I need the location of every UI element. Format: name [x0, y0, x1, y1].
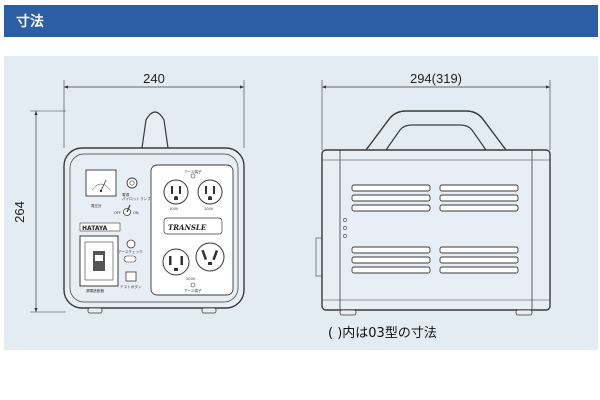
- outlet-bottom-label: アース端子: [184, 288, 202, 293]
- brand-plate: [79, 222, 121, 232]
- voltage-label-100v-right: 100V: [204, 207, 214, 211]
- earth-terminal-screw: [190, 282, 196, 288]
- outlet-200v-left: [162, 248, 190, 276]
- earth-check-lamp: [126, 239, 136, 249]
- front-height-label: 264: [12, 201, 27, 223]
- voltage-label-200v: 200V: [186, 277, 196, 281]
- earth-check-label: アースチェック: [118, 249, 143, 254]
- ventilation-louvers: [351, 184, 519, 274]
- switch-on-label: ON: [133, 211, 139, 215]
- earth-terminal-screw: [190, 173, 196, 179]
- section-title: 寸法: [16, 14, 44, 30]
- voltmeter-needle: [100, 179, 107, 192]
- lamp-label: 電源パイロットランプ: [122, 192, 151, 201]
- product-logo-text: TRANSLE: [168, 223, 207, 232]
- test-button-label: テストボタン: [120, 284, 142, 289]
- side-handle: [365, 110, 507, 151]
- side-bracket: [315, 237, 323, 277]
- product-logo-plate: [163, 217, 223, 235]
- outlet-100v-right: [197, 179, 223, 205]
- dimension-note: ( )内は03型の寸法: [328, 326, 437, 341]
- brand-logo-text: HATAYA: [82, 225, 108, 232]
- switch-off-label: OFF: [114, 211, 121, 215]
- test-button: [125, 271, 137, 282]
- outlet-200v-right: [195, 242, 225, 272]
- side-width-label: 294(319): [410, 71, 462, 86]
- foot-left: [87, 307, 103, 314]
- section-header: 寸法: [4, 5, 598, 37]
- pilot-lamp: [126, 177, 138, 189]
- side-foot-right: [515, 309, 533, 316]
- front-inner-frame: [69, 153, 239, 303]
- front-panel-labels: 電圧計 電源パイロットランプ OFF ON HATAYA TRANSLE アース…: [82, 169, 214, 293]
- outlet-100v-left: [163, 179, 189, 205]
- breaker-label: 漏電遮断器: [86, 288, 104, 293]
- side-body: [321, 149, 551, 311]
- side-view: [315, 80, 551, 316]
- voltage-label-100v-left: 100V: [169, 207, 179, 211]
- outlet-top-label: アース端子: [184, 169, 202, 174]
- front-view: [30, 80, 245, 314]
- foot-right: [201, 307, 217, 314]
- side-foot-left: [339, 309, 357, 316]
- front-width-label: 240: [143, 71, 165, 86]
- meter-label: 電圧計: [91, 203, 102, 208]
- handle: [141, 111, 169, 149]
